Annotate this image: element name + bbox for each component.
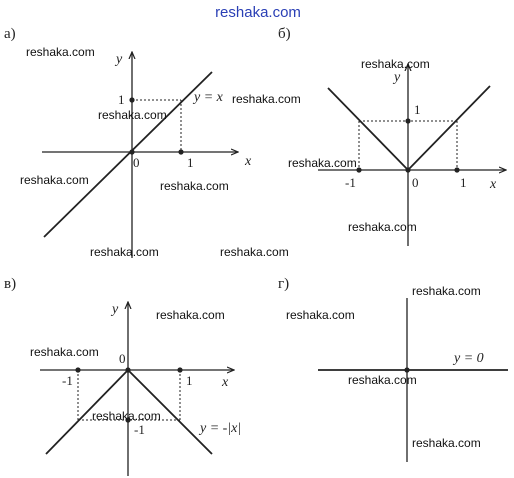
panel-a-equation: y = x bbox=[192, 90, 224, 105]
panel-g-origin-point bbox=[404, 367, 410, 373]
panel-a-label: а) bbox=[4, 26, 16, 42]
panel-a-line-y-equals-x bbox=[43, 71, 213, 238]
panel-b-origin-point bbox=[405, 167, 411, 173]
panel-b-origin-label: 0 bbox=[412, 175, 419, 190]
panel-v-equation: y = -|x| bbox=[198, 421, 241, 436]
watermark: reshaka.com bbox=[220, 245, 289, 259]
watermark: reshaka.com bbox=[90, 245, 159, 259]
panel-g-equation: y = 0 bbox=[452, 351, 484, 366]
panel-v-x-label: x bbox=[221, 375, 229, 390]
panel-a-x-label: x bbox=[244, 154, 252, 169]
panel-a-origin-label: 0 bbox=[133, 155, 140, 170]
panel-b-one-x: 1 bbox=[460, 175, 467, 190]
panel-a-one-x: 1 bbox=[187, 155, 194, 170]
panel-v-neg-one-x: -1 bbox=[62, 373, 73, 388]
panel-a-point-x1 bbox=[178, 149, 184, 155]
top-watermark: reshaka.com bbox=[215, 4, 301, 21]
panel-v-neg-one-y: -1 bbox=[134, 422, 145, 437]
watermark: reshaka.com bbox=[412, 436, 481, 450]
watermark: reshaka.com bbox=[20, 173, 89, 187]
watermark: reshaka.com bbox=[26, 45, 95, 59]
panel-v-label: в) bbox=[4, 276, 16, 292]
panel-b-point-x-neg1 bbox=[356, 167, 362, 173]
panel-b-x-label: x bbox=[489, 177, 497, 192]
panel-v-origin-point bbox=[125, 367, 131, 373]
panel-b-label: б) bbox=[278, 26, 291, 42]
panel-a-one-y: 1 bbox=[118, 92, 125, 107]
panel-b-neg-one-x: -1 bbox=[345, 175, 356, 190]
panel-v-point-y-neg1 bbox=[125, 417, 131, 423]
panel-v-origin-label: 0 bbox=[119, 351, 126, 366]
watermark: reshaka.com bbox=[232, 92, 301, 106]
panel-v-point-x1 bbox=[177, 367, 183, 373]
watermark: reshaka.com bbox=[92, 409, 161, 423]
panel-v-one-x: 1 bbox=[186, 373, 193, 388]
panel-v-y-label: y bbox=[110, 302, 119, 317]
panel-g: г) y = 0 reshaka.com reshaka.com reshaka… bbox=[278, 276, 508, 462]
panel-a-y-label: y bbox=[114, 52, 123, 67]
watermark: reshaka.com bbox=[412, 284, 481, 298]
panel-v-point-x-neg1 bbox=[75, 367, 81, 373]
watermark: reshaka.com bbox=[348, 373, 417, 387]
panel-b-y-label: y bbox=[392, 70, 401, 85]
panel-a-point-y1 bbox=[129, 97, 135, 103]
panel-b-one-y: 1 bbox=[414, 102, 421, 117]
panel-a-origin-point bbox=[129, 149, 135, 155]
panel-b-point-x1 bbox=[454, 167, 460, 173]
watermark: reshaka.com bbox=[30, 345, 99, 359]
watermark: reshaka.com bbox=[288, 156, 357, 170]
watermark: reshaka.com bbox=[98, 108, 167, 122]
watermark: reshaka.com bbox=[156, 308, 225, 322]
watermark: reshaka.com bbox=[160, 179, 229, 193]
panel-b: б) y x 0 1 -1 1 reshaka.com reshaka.com … bbox=[278, 26, 506, 246]
panel-b-point-y1 bbox=[405, 118, 411, 124]
watermark: reshaka.com bbox=[286, 308, 355, 322]
panel-v: в) y x 0 1 -1 -1 y = -|x| reshaka.com re… bbox=[4, 276, 241, 476]
watermark: reshaka.com bbox=[361, 57, 430, 71]
watermark: reshaka.com bbox=[348, 220, 417, 234]
panel-g-label: г) bbox=[278, 276, 289, 292]
panel-a: а) y x 0 1 1 y = x reshaka.com reshaka.c… bbox=[4, 26, 301, 259]
